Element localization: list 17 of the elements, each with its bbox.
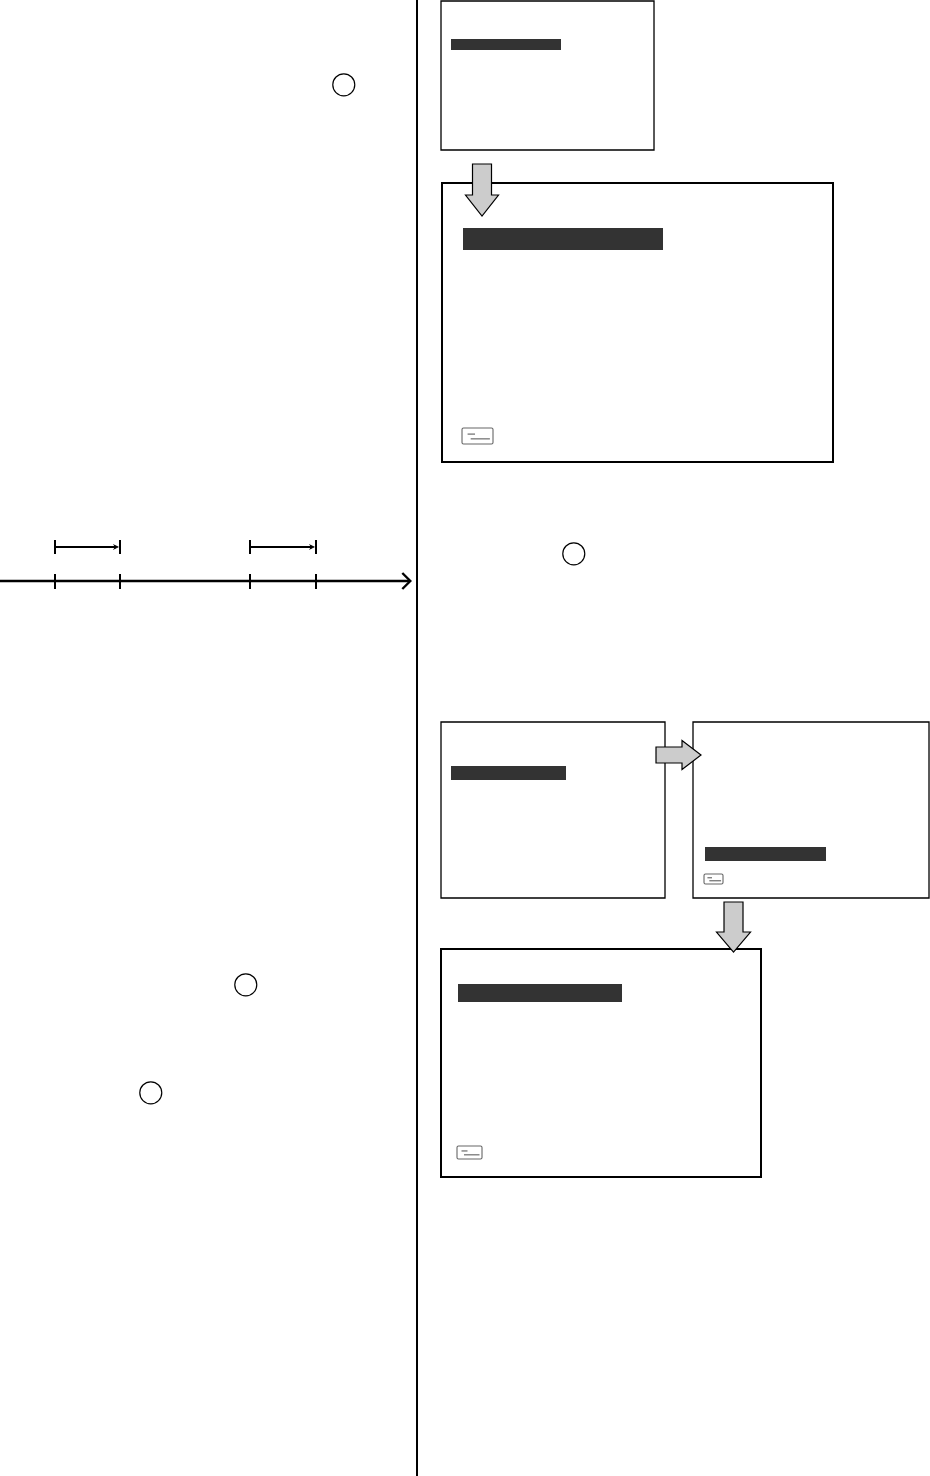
circle-mark	[562, 542, 586, 566]
highlight-bar	[451, 39, 561, 50]
block-arrow	[655, 739, 702, 771]
screen-box	[441, 182, 834, 463]
screen-box	[692, 721, 930, 899]
block-arrow	[464, 163, 500, 217]
block-arrow	[715, 901, 752, 953]
highlight-bar	[458, 984, 622, 1002]
highlight-bar	[463, 228, 663, 250]
screen-box	[440, 721, 666, 899]
screen-box	[440, 0, 655, 151]
screen-box	[440, 948, 762, 1178]
highlight-bar	[451, 766, 566, 780]
highlight-bar	[705, 847, 826, 861]
circle-mark	[234, 973, 258, 997]
circle-mark	[139, 1081, 163, 1105]
circle-mark	[332, 73, 356, 97]
